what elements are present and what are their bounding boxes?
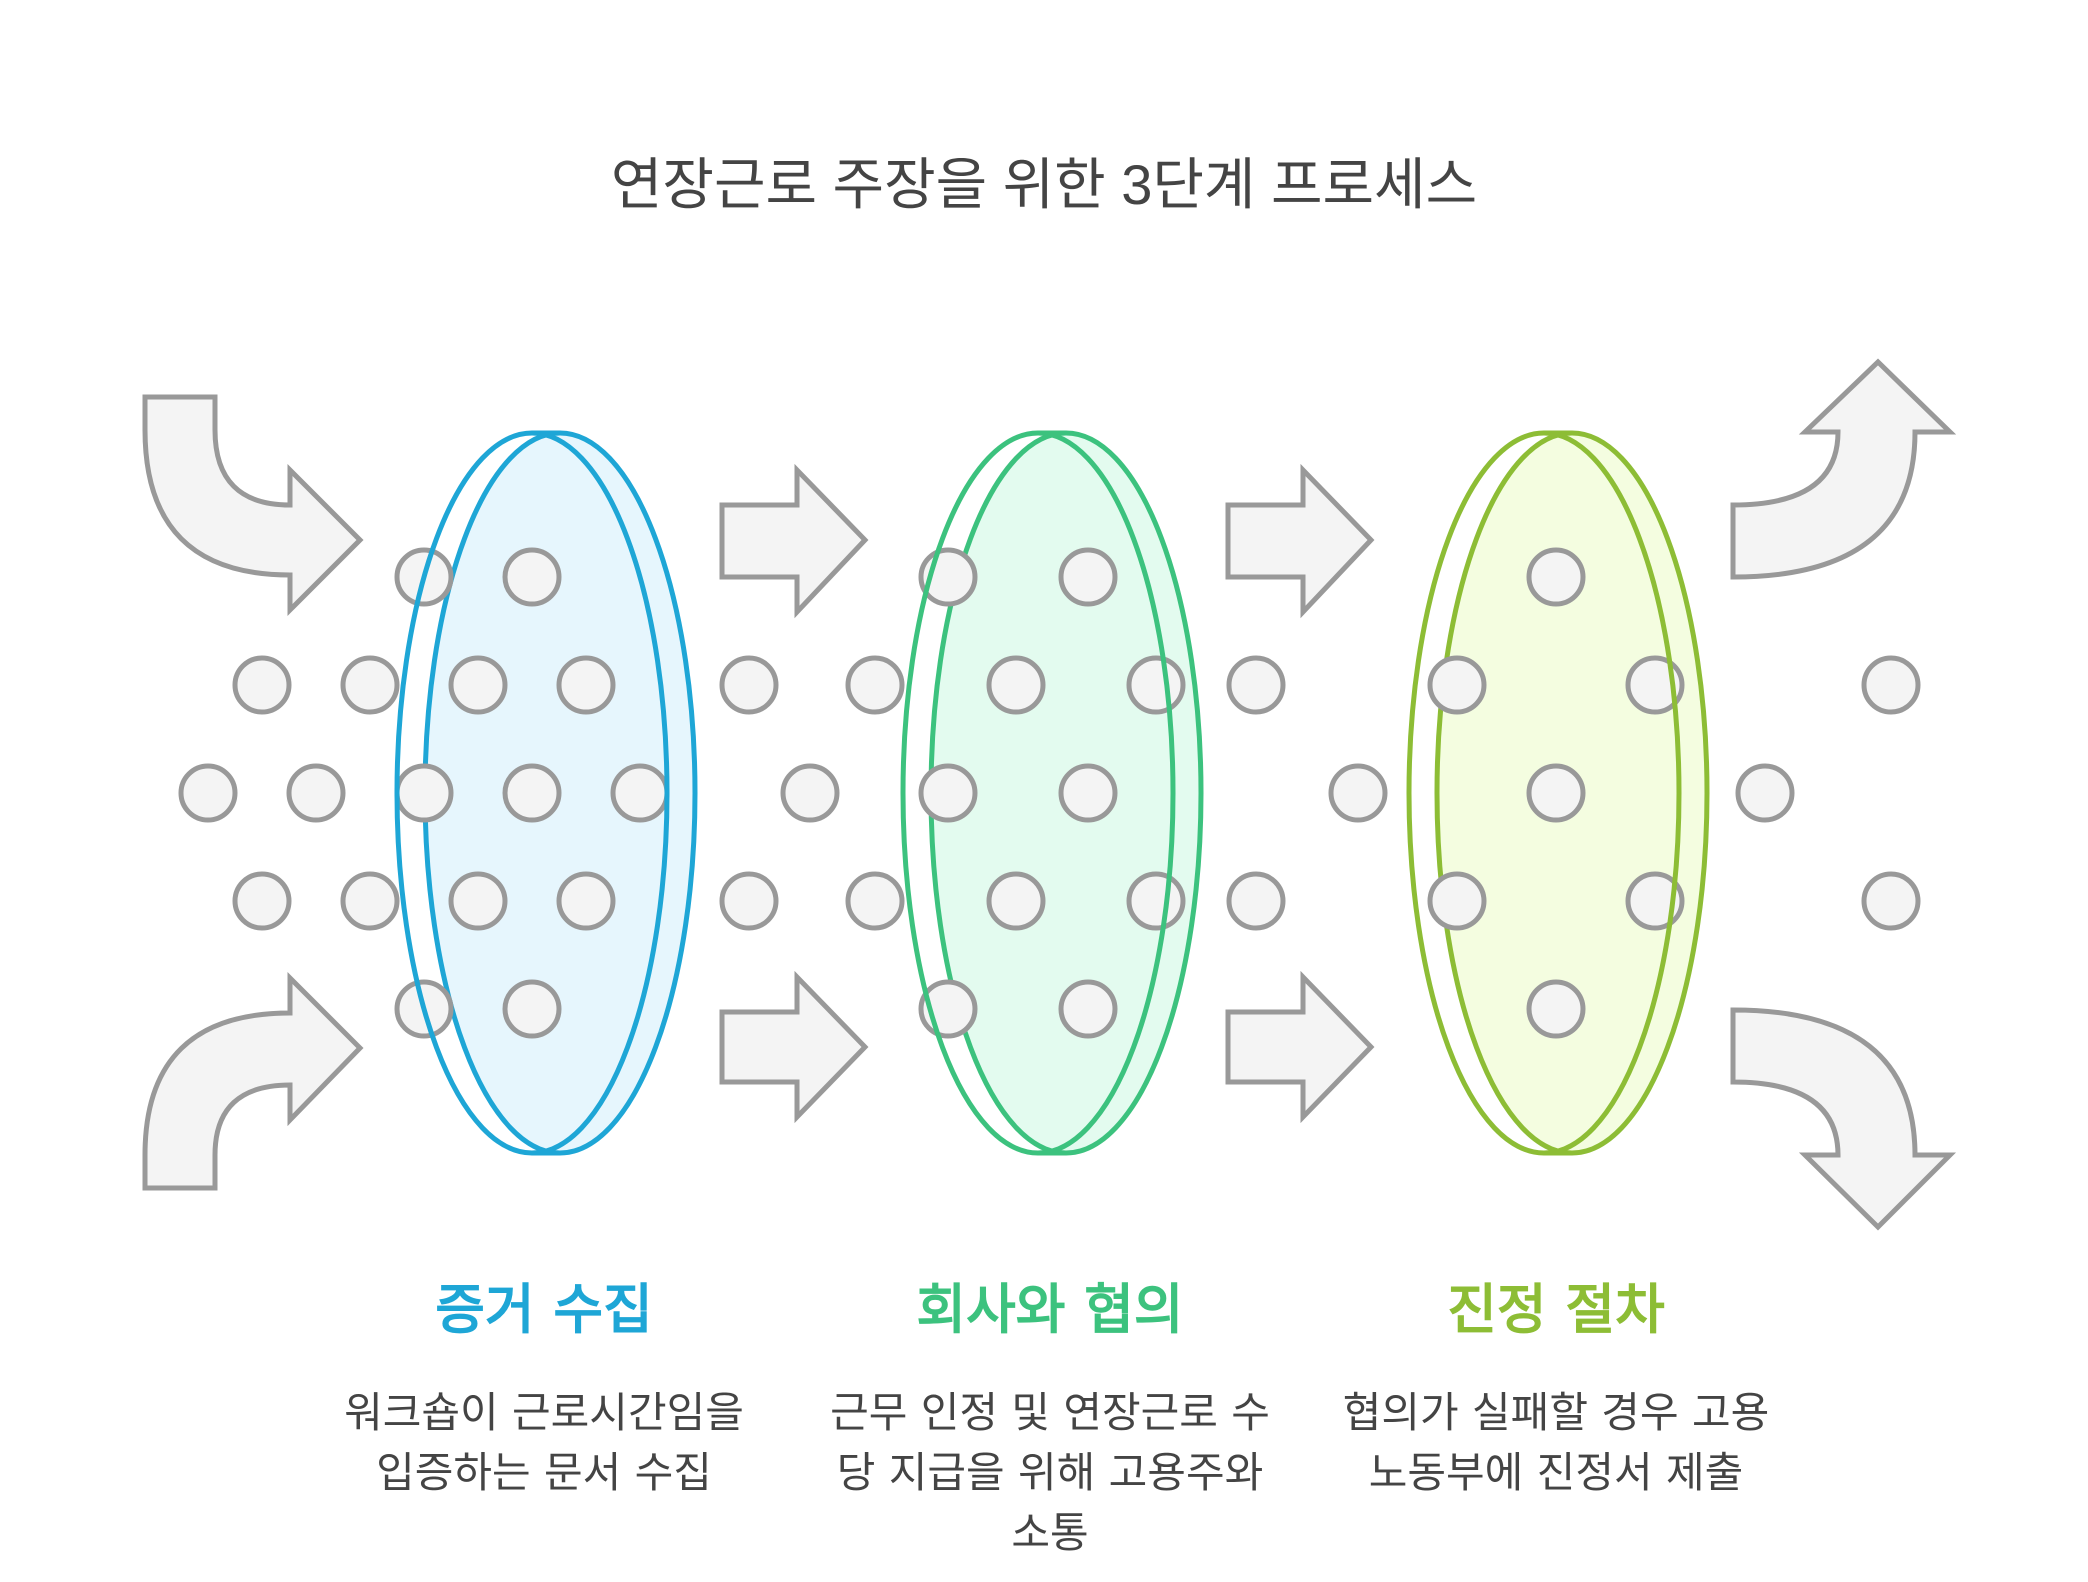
curved-arrow-out-bottom-icon bbox=[1730, 1007, 1957, 1231]
stage-3-description: 협의가 실패할 경우 고용노동부에 진정서 제출 bbox=[1342, 1388, 1770, 1497]
curved-arrow-out-top-icon bbox=[1730, 358, 1957, 580]
stage-3-title: 진정 절차 bbox=[1447, 1278, 1665, 1341]
arrow-right-icon bbox=[719, 463, 869, 619]
filter-ring-3-front bbox=[1406, 430, 1682, 1156]
filter-ring-1-front bbox=[394, 430, 670, 1156]
stage-2-title: 회사와 협의 bbox=[916, 1278, 1184, 1341]
filter-ring-2-front bbox=[900, 430, 1176, 1156]
stage-2-description: 근무 인정 및 연장근로 수당 지급을 위해 고용주와 소통 bbox=[830, 1388, 1270, 1557]
diagram-title: 연장근로 주장을 위한 3단계 프로세스 bbox=[610, 153, 1478, 216]
curved-arrow-in-top-icon bbox=[142, 394, 364, 617]
arrow-right-icon bbox=[1225, 463, 1375, 619]
arrow-right-icon bbox=[1225, 970, 1375, 1124]
stage-1-description: 워크숍이 근로시간임을 입증하는 문서 수집 bbox=[344, 1388, 744, 1497]
arrow-right-icon bbox=[719, 970, 869, 1124]
particle-dots bbox=[178, 547, 1921, 1039]
curved-arrow-in-bottom-icon bbox=[142, 971, 364, 1191]
stage-1-title: 증거 수집 bbox=[435, 1278, 653, 1341]
